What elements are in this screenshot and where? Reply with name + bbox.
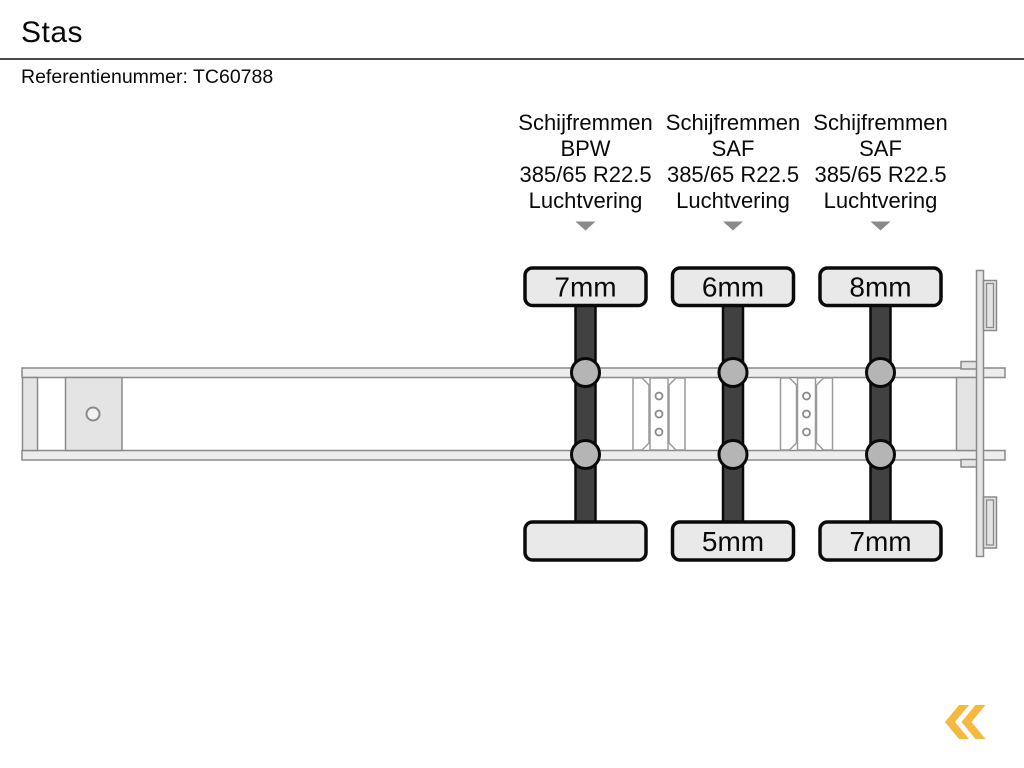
tread-depth-top: 7mm xyxy=(554,272,616,303)
page-title: Stas xyxy=(21,16,84,49)
axle-brand-label: BPW xyxy=(560,136,610,161)
axle-brakes-label: Schijfremmen xyxy=(666,110,800,135)
axle-column-2: Schijfremmen SAF 385/65 R22.5 Luchtverin… xyxy=(666,110,800,562)
tire-top xyxy=(523,266,648,308)
axle-details-caret-icon[interactable] xyxy=(723,221,743,231)
rear-crossmember-box xyxy=(955,376,980,452)
wheel-hub-bottom xyxy=(570,439,601,470)
chassis-top-rail xyxy=(21,367,1006,379)
tire-top xyxy=(670,266,796,308)
reference-label: Referentienummer: xyxy=(21,66,188,88)
brand-logo xyxy=(944,704,986,740)
axle-column-3: Schijfremmen SAF 385/65 R22.5 Luchtverin… xyxy=(813,110,948,562)
cross-member xyxy=(779,377,834,451)
tire-bottom xyxy=(670,520,796,562)
rear-light-bottom xyxy=(982,496,998,549)
axle-brand-label: SAF xyxy=(712,136,755,161)
reference-number: Referentienummer: TC60788 xyxy=(21,66,273,89)
axle-suspension-label: Luchtvering xyxy=(824,188,938,213)
rear-bumper-bar xyxy=(975,269,985,558)
wheel-hub-bottom xyxy=(717,439,749,470)
double-chevron-left-icon xyxy=(945,705,969,739)
axle-bar xyxy=(721,292,745,538)
wheel-hub-bottom xyxy=(865,439,896,470)
axle-bar xyxy=(574,292,597,538)
axle-tire-size-label: 385/65 R22.5 xyxy=(814,162,946,187)
axle-details-caret-icon[interactable] xyxy=(870,221,891,231)
tread-depth-top: 6mm xyxy=(702,272,764,303)
axle-column-1: Schijfremmen BPW 385/65 R22.5 Luchtverin… xyxy=(518,110,653,562)
axle-bar xyxy=(869,292,892,538)
axle-details-caret-icon[interactable] xyxy=(575,221,596,231)
double-chevron-left-icon xyxy=(961,705,986,739)
tread-depth-bottom: 5mm xyxy=(702,526,764,557)
header-divider xyxy=(0,58,1024,60)
rear-light-top xyxy=(982,279,998,332)
axle-tire-size-label: 385/65 R22.5 xyxy=(667,162,799,187)
axle-brakes-label: Schijfremmen xyxy=(518,110,652,135)
tread-depth-bottom: 7mm xyxy=(849,526,911,557)
wheel-hub-top xyxy=(865,357,896,388)
tire-bottom xyxy=(818,520,943,562)
wheel-hub-top xyxy=(717,357,749,388)
kingpin xyxy=(85,406,101,422)
tire-bottom xyxy=(523,520,648,562)
axle-suspension-label: Luchtvering xyxy=(676,188,790,213)
axle-brakes-label: Schijfremmen xyxy=(813,110,947,135)
tire-top xyxy=(818,266,943,308)
axle-suspension-label: Luchtvering xyxy=(529,188,643,213)
tread-depth-top: 8mm xyxy=(849,272,911,303)
cross-member xyxy=(632,377,686,451)
reference-value: TC60788 xyxy=(192,66,274,88)
wheel-hub-top xyxy=(570,357,601,388)
axle-brand-label: SAF xyxy=(859,136,902,161)
front-bulkhead xyxy=(21,376,39,452)
axle-tire-size-label: 385/65 R22.5 xyxy=(519,162,651,187)
chassis-bottom-rail xyxy=(21,449,1006,461)
